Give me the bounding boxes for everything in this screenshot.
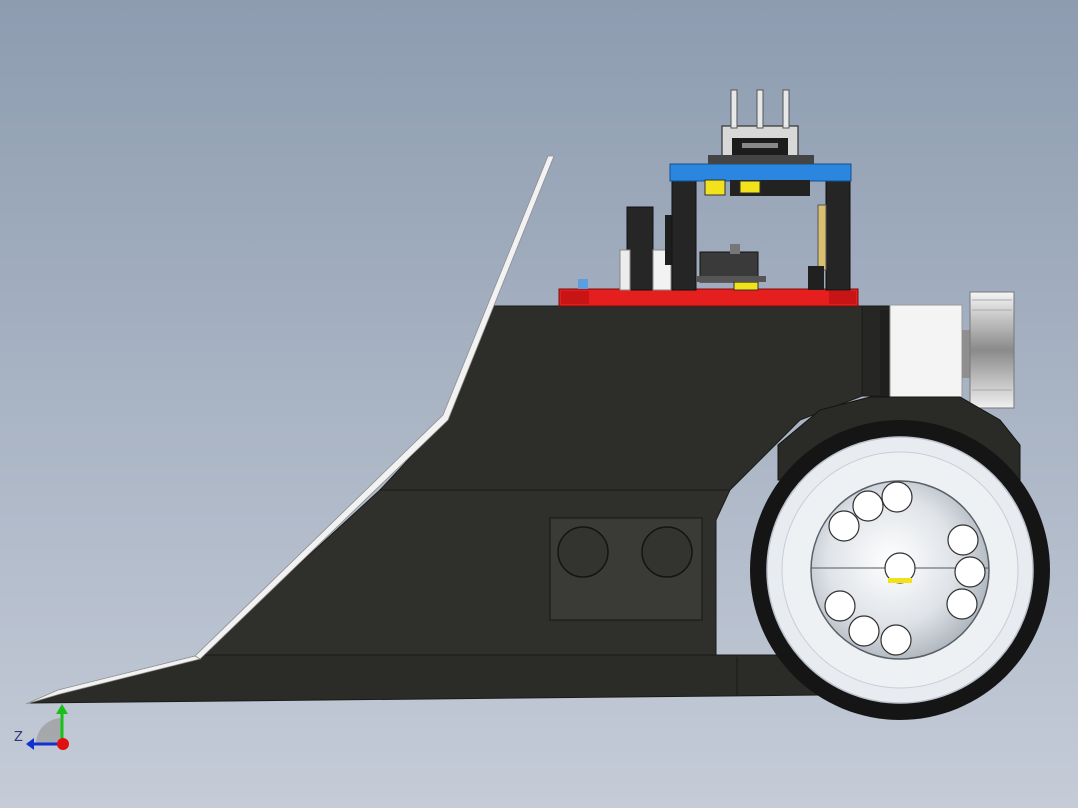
triad-x-axis [57, 738, 69, 750]
board-components [619, 179, 851, 291]
standoff-right [825, 179, 851, 291]
blue-pcb [669, 89, 852, 196]
drive-wheel [750, 396, 1050, 720]
standoff-left [671, 179, 697, 291]
sensor-right-eye [641, 526, 693, 578]
hub-marker [888, 578, 912, 583]
hub-holes [824, 481, 986, 656]
chassis [29, 305, 891, 704]
triad-z-label: Z [14, 730, 23, 745]
motor-coupling [969, 291, 1015, 409]
rear-motor [880, 291, 1015, 409]
header-pins [730, 89, 790, 129]
red-pcb [558, 279, 859, 307]
orientation-triad [26, 704, 69, 750]
front-blade [25, 155, 555, 705]
sensor-left-eye [557, 526, 609, 578]
